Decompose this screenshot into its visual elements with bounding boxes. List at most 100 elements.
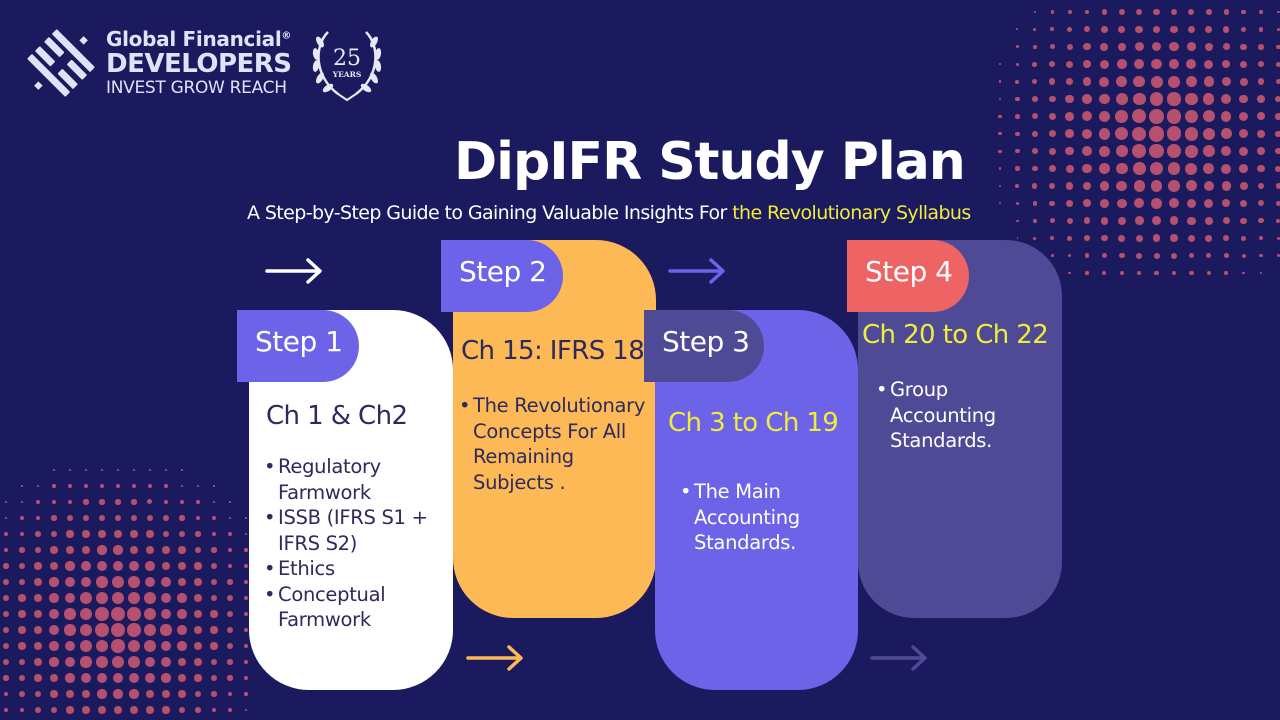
decorative-dot xyxy=(1221,76,1231,87)
decorative-dot xyxy=(49,673,59,683)
decorative-dot xyxy=(244,532,248,536)
decorative-dot xyxy=(34,546,42,554)
decorative-dot xyxy=(80,576,92,588)
decorative-dot xyxy=(1032,78,1038,85)
decorative-dot xyxy=(1116,76,1128,88)
decorative-dot xyxy=(227,547,233,553)
decorative-dot xyxy=(998,184,1002,188)
decorative-dot xyxy=(1150,162,1164,176)
decorative-dot xyxy=(1223,235,1230,242)
decorative-dot xyxy=(1242,271,1246,275)
decorative-dot xyxy=(1169,216,1179,226)
decorative-dot xyxy=(1220,128,1232,140)
decorative-dot xyxy=(193,641,203,651)
company-logo: Global Financial® DEVELOPERS INVEST GROW… xyxy=(24,26,292,100)
decorative-dot xyxy=(96,576,108,588)
decorative-dot xyxy=(1065,146,1074,156)
decorative-dot xyxy=(1184,109,1198,123)
decorative-dot xyxy=(1050,10,1054,14)
decorative-dot xyxy=(19,691,25,697)
decorative-dot xyxy=(1204,59,1214,69)
decorative-dot xyxy=(998,97,1002,101)
decorative-dot xyxy=(113,705,123,715)
decorative-dot xyxy=(1082,94,1092,104)
decorative-dot xyxy=(48,608,59,619)
decorative-dot xyxy=(1275,95,1280,103)
step-3-bullet-list: The Main Accounting Standards. xyxy=(680,479,850,556)
decorative-dot xyxy=(113,689,123,699)
arrow-right-icon xyxy=(265,258,322,284)
decorative-dot xyxy=(52,484,56,488)
decorative-dot xyxy=(178,546,186,554)
decorative-dot xyxy=(178,690,186,698)
decorative-dot xyxy=(1166,126,1182,142)
decorative-dot xyxy=(195,515,201,521)
decorative-dot xyxy=(1135,25,1143,34)
decorative-dot xyxy=(3,547,9,553)
decorative-dot xyxy=(127,607,141,621)
decorative-dot xyxy=(1185,75,1197,88)
decorative-dot xyxy=(112,560,124,572)
decorative-dot xyxy=(1101,234,1108,242)
decorative-dot xyxy=(1203,93,1215,105)
decorative-dot xyxy=(1049,182,1056,190)
decorative-dot xyxy=(1240,43,1247,50)
decorative-dot xyxy=(64,640,76,652)
decorative-dot xyxy=(50,530,58,538)
decorative-dot xyxy=(4,516,8,520)
decorative-dot xyxy=(194,546,202,554)
decorative-dot xyxy=(1221,163,1232,174)
decorative-dot xyxy=(53,469,55,471)
decorative-dot xyxy=(1239,77,1248,86)
decorative-dot xyxy=(1015,148,1020,154)
decorative-dot xyxy=(1067,10,1072,14)
decorative-dot xyxy=(18,578,26,586)
decorative-dot xyxy=(148,468,152,472)
decorative-dot xyxy=(114,514,122,522)
decorative-dot xyxy=(2,594,10,602)
decorative-dot xyxy=(97,705,107,715)
decorative-dot xyxy=(1133,180,1145,192)
decorative-dot xyxy=(80,656,92,668)
decorative-dot xyxy=(114,530,122,538)
decorative-dot xyxy=(162,546,170,554)
decorative-dot xyxy=(18,594,26,602)
decorative-dot xyxy=(227,595,233,601)
page-title: DipIFR Study Plan xyxy=(454,132,966,192)
decorative-dot xyxy=(1222,217,1230,225)
decorative-dot xyxy=(1186,59,1197,70)
decorative-dot xyxy=(161,561,171,571)
decorative-dot xyxy=(228,516,232,520)
decorative-dot xyxy=(1257,200,1265,207)
decorative-dot xyxy=(98,514,106,522)
step-1-bullet: ISSB (IFRS S1 + IFRS S2) xyxy=(264,505,444,556)
decorative-dot xyxy=(177,657,187,667)
decorative-dot xyxy=(227,579,233,585)
decorative-dot xyxy=(1154,270,1159,276)
decorative-dot xyxy=(1065,77,1074,86)
decorative-dot xyxy=(33,657,43,667)
decorative-dot xyxy=(243,643,249,649)
decorative-dot xyxy=(1050,236,1055,241)
decorative-dot xyxy=(1066,60,1074,68)
decorative-dot xyxy=(1015,79,1020,84)
decorative-dot xyxy=(1032,218,1037,223)
decorative-dot xyxy=(1167,162,1181,176)
decorative-dot xyxy=(95,623,109,637)
decorative-dot xyxy=(1049,218,1055,224)
decorative-dot xyxy=(1082,146,1092,157)
decorative-dot xyxy=(1082,163,1092,174)
decorative-dot xyxy=(1257,95,1265,103)
step-2-bullet-list: The Revolutionary Concepts For All Remai… xyxy=(459,393,649,495)
arrow-right-icon xyxy=(668,258,725,284)
decorative-dot xyxy=(3,691,9,697)
decorative-dot xyxy=(1134,198,1145,209)
decorative-dot xyxy=(144,576,156,588)
decorative-dot xyxy=(1015,96,1020,102)
decorative-dot xyxy=(1015,166,1020,171)
decorative-dot xyxy=(1204,198,1214,208)
decorative-dot xyxy=(1152,25,1161,34)
decorative-dot xyxy=(1136,252,1143,259)
logo-mark-icon xyxy=(27,29,95,97)
decorative-dot xyxy=(1188,252,1195,259)
